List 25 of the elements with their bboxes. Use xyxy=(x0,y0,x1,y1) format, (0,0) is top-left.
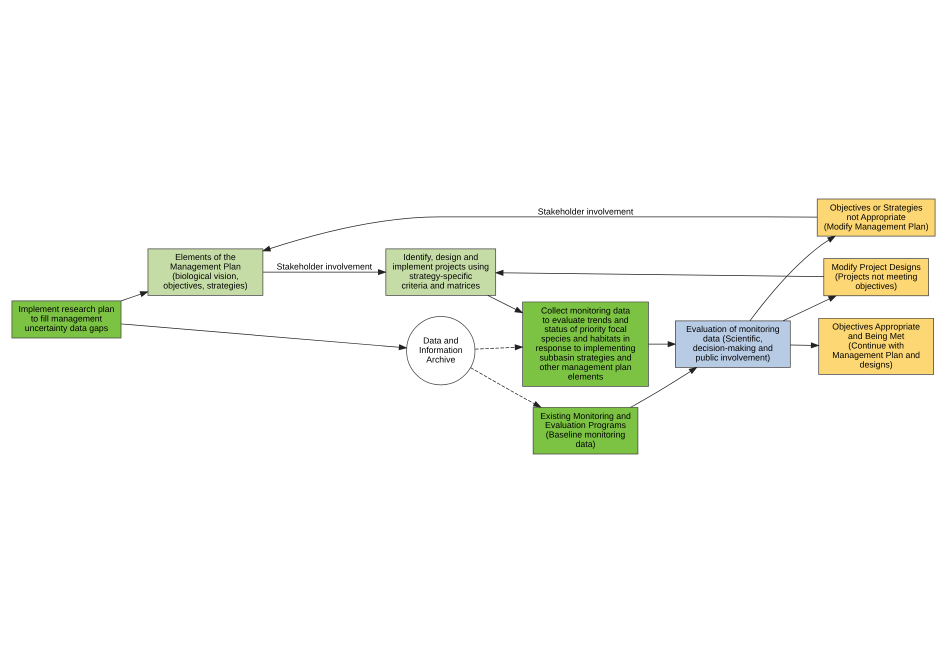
arrow xyxy=(486,294,523,313)
node-box: Objectives Appropriate and Being Met (Continue with Management Plan and designs) xyxy=(818,317,934,374)
arrow xyxy=(120,290,148,301)
arrow xyxy=(494,269,824,276)
arrow xyxy=(790,342,820,348)
arrow xyxy=(648,340,676,347)
arrow xyxy=(749,235,836,321)
arrow xyxy=(262,268,386,275)
node-circle: Data and Information Archive xyxy=(406,316,475,385)
arrow xyxy=(470,366,542,408)
node-box: Implement research plan to fill management uncertainty data gaps xyxy=(11,300,121,338)
edge-label: Stakeholder involvement xyxy=(537,206,633,216)
edge-label: Stakeholder involvement xyxy=(276,261,372,272)
node-box: Identify, design and implement projects using strategy-specific criteria and matrices xyxy=(384,248,496,296)
arrow xyxy=(782,294,836,321)
arrow xyxy=(120,323,408,350)
node-box: Elements of the Management Plan (biological vision, objectives, strategies) xyxy=(147,248,263,296)
node-box: Objectives or Strategies not Appropriate (Modify Management Plan) xyxy=(816,198,935,236)
node-box: Modify Project Designs (Projects not meeting objectives) xyxy=(822,258,928,296)
node-box: Evaluation of monitoring data (Scientific, decision-making and public involvement) xyxy=(674,320,790,368)
arrow xyxy=(474,344,524,350)
arrow xyxy=(261,216,817,251)
arrow xyxy=(630,366,698,408)
node-box: Collect monitoring data to evaluate trends and status of priority focal species and habitats in response to implementing subbasin strategies and other management plan elements xyxy=(522,301,648,386)
node-box: Existing Monitoring and Evaluation Programs (Baseline monitoring data) xyxy=(532,406,638,454)
